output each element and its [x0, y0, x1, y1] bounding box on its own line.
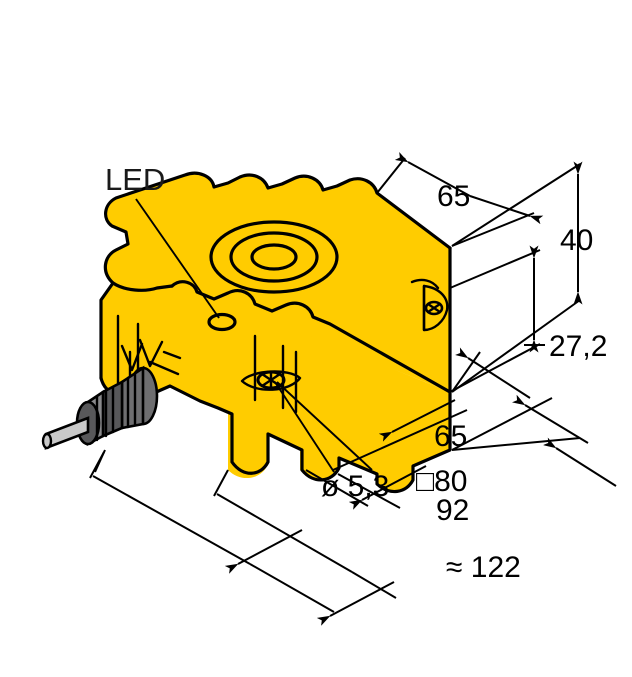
cable-connector-assembly	[41, 365, 159, 450]
square-face-label: □80	[416, 465, 468, 498]
led-callout: LED	[105, 162, 220, 319]
square-face-callout: □80	[416, 465, 468, 498]
led-label: LED	[105, 162, 165, 197]
extension-lines-lower	[92, 449, 401, 573]
mounting-hole-front	[240, 370, 302, 391]
dimension-122-label: ≈ 122	[446, 551, 521, 584]
dimension-height-partial: 27,2	[449, 245, 607, 393]
dimension-length-overall: ≈ 122	[89, 437, 617, 584]
sensing-face-rings	[209, 220, 339, 294]
dimension-length-body: 92	[213, 394, 589, 527]
dimension-27-2-label: 27,2	[549, 330, 607, 363]
mounting-ear-right	[422, 284, 449, 332]
dimension-width-body: 65	[332, 347, 531, 471]
sensor-housing	[99, 171, 452, 494]
dimension-40-label: 40	[560, 224, 593, 257]
dimension-65-body-label: 65	[434, 420, 467, 453]
dimension-65-top-label: 65	[437, 180, 470, 213]
led-indicator-hole	[207, 312, 237, 332]
dimension-92-label: 92	[436, 494, 469, 527]
dimension-height-total: 40	[451, 161, 593, 393]
dimension-depth-top: 65	[376, 152, 544, 247]
